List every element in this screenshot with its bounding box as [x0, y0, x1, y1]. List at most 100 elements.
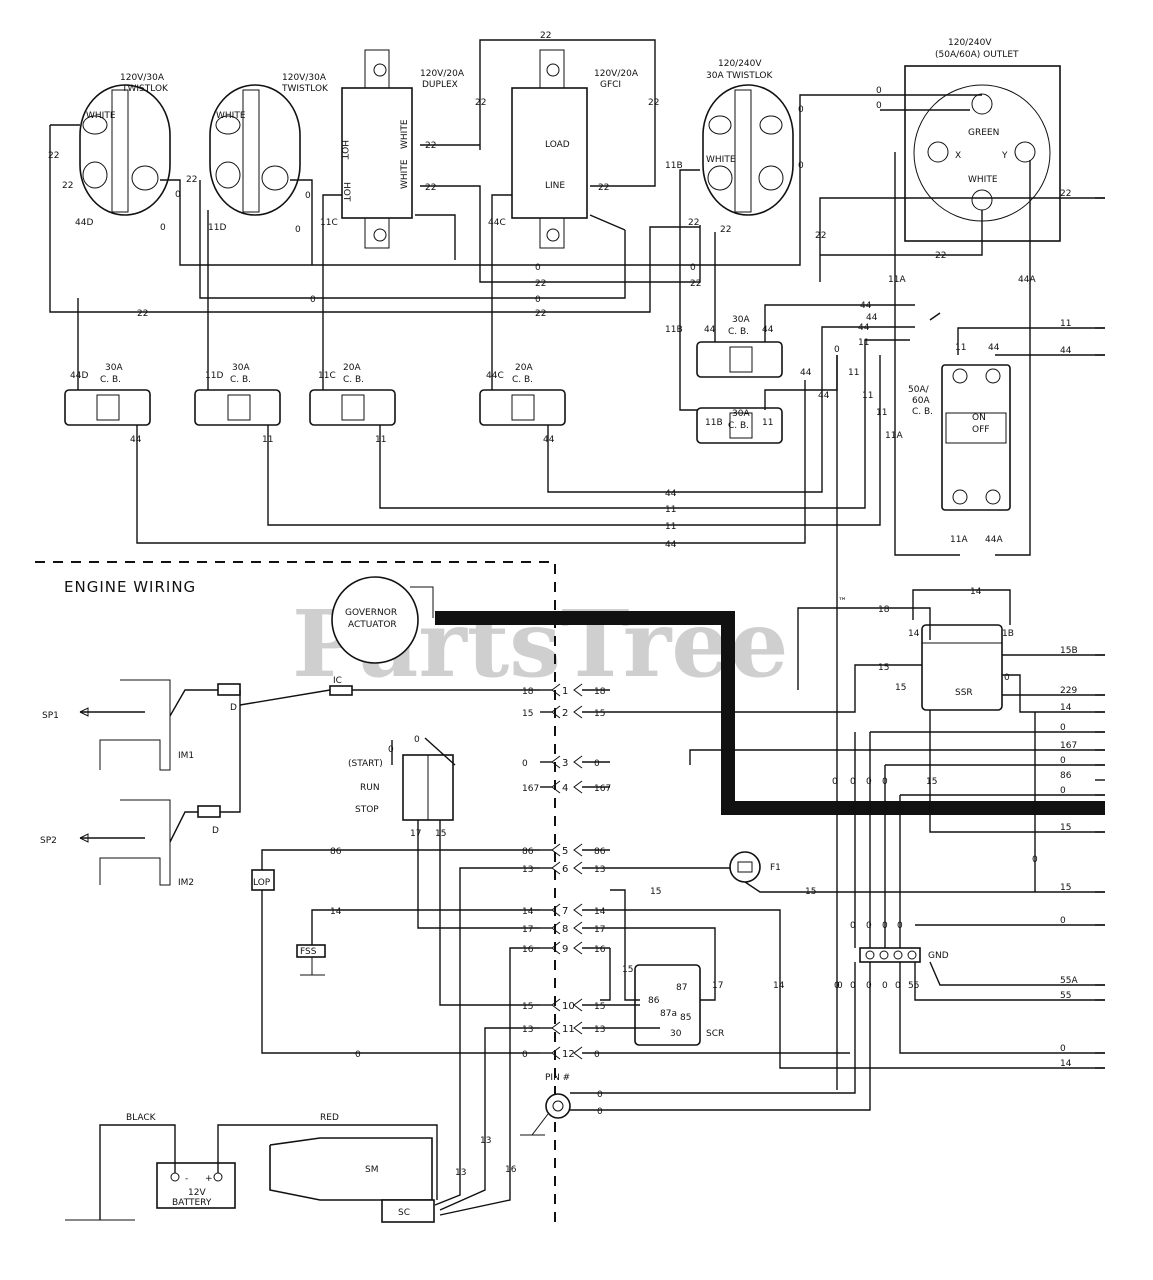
- wl-44-c: 44: [858, 323, 870, 333]
- switch-run-label: RUN: [360, 783, 380, 793]
- connector-pin-12: 12: [562, 1049, 575, 1060]
- right-edge-label-16: 0: [1060, 1044, 1066, 1054]
- cb2-amp: 30A: [232, 363, 250, 373]
- relay-87a: 87a: [660, 1009, 677, 1019]
- sp1-label: SP1: [42, 711, 59, 721]
- relay-86: 86: [648, 996, 660, 1006]
- connector-pin-10: 10: [562, 1001, 575, 1012]
- wl-0-n: 0: [1004, 673, 1010, 683]
- wl-0-i: 0: [535, 263, 541, 273]
- connector-wire-left-10: 15: [522, 1002, 533, 1012]
- wl-11b-b: 11B: [665, 325, 683, 335]
- right-edge-label-1: 11: [1060, 319, 1071, 329]
- wl-44-b: 44: [866, 313, 878, 323]
- wl-44a-a: 44A: [1018, 275, 1036, 285]
- wl-0-h: 0: [876, 101, 882, 111]
- wl-22-p: 22: [137, 309, 148, 319]
- wl-44-e: 44: [988, 343, 1000, 353]
- wl-0-g: 0: [876, 86, 882, 96]
- big-outlet-label-a: 120/240V: [948, 38, 992, 48]
- connector-wire-left-4: 167: [522, 784, 539, 794]
- wl-44d-b: 44D: [70, 371, 88, 381]
- wl-14-b: 14: [908, 629, 920, 639]
- wl-86-a: 86: [330, 847, 342, 857]
- ignition-module-1: SP1 IM1 D: [42, 679, 241, 771]
- relay-87: 87: [676, 983, 687, 993]
- wl-11-i: 11: [665, 505, 676, 515]
- engine-wiring-label: ENGINE WIRING: [64, 578, 196, 596]
- battery-label-b: BATTERY: [172, 1198, 212, 1208]
- ignition-module-2: SP2 IM2 D: [40, 799, 221, 888]
- wl-15-d: 15: [650, 887, 661, 897]
- cb4-label: C. B.: [512, 375, 533, 385]
- wl-11b-a: 11B: [665, 161, 683, 171]
- connector-wire-left-7: 14: [522, 907, 534, 917]
- wl-0-m: 0: [834, 345, 840, 355]
- wl-0-y: 0: [850, 981, 856, 991]
- connector-wire-left-8: 17: [522, 925, 533, 935]
- sp2-label: SP2: [40, 836, 57, 846]
- wl-13-b: 13: [480, 1136, 491, 1146]
- right-edge-label-3: 15B: [1060, 646, 1078, 656]
- wl-22-h: 22: [648, 98, 659, 108]
- duplex-label-b: DUPLEX: [422, 80, 458, 90]
- connector-wire-right-8: 17: [594, 925, 605, 935]
- relay-30: 30: [670, 1029, 682, 1039]
- wl-44-k: 44: [665, 540, 677, 550]
- cb4-amp: 20A: [515, 363, 533, 373]
- ssr-relay: SSR: [797, 589, 1105, 833]
- wl-0-ah: 0: [837, 981, 843, 991]
- wl-0-f: 0: [798, 161, 804, 171]
- wl-44c-b: 44C: [486, 371, 504, 381]
- wl-22-k: 22: [720, 225, 731, 235]
- connector-pin-7: 7: [562, 906, 568, 917]
- cb3-amp: 20A: [343, 363, 361, 373]
- wl-0-q: 0: [850, 777, 856, 787]
- wl-22-e: 22: [425, 183, 436, 193]
- black-cable-label: BLACK: [126, 1113, 157, 1123]
- start-stop-switch: (START) RUN STOP: [348, 737, 540, 1006]
- wl-15-f: 15: [622, 965, 633, 975]
- right-edge-label-9: 86: [1060, 771, 1072, 781]
- watermark-tm: ™: [838, 597, 847, 607]
- right-edge-label-12: 15: [1060, 883, 1071, 893]
- wl-14-a: 14: [970, 587, 982, 597]
- gnd-label: GND: [928, 951, 949, 961]
- fss-label: FSS: [300, 947, 317, 957]
- connector-wire-right-1: 18: [594, 687, 606, 697]
- wl-11-c: 11: [848, 368, 859, 378]
- wl-44-g: 44: [818, 391, 830, 401]
- wl-0-v: 0: [882, 921, 888, 931]
- connector-wire-left-12: 0: [522, 1050, 528, 1060]
- wl-0-ae: 0: [355, 1050, 361, 1060]
- wl-15-b: 15: [895, 683, 906, 693]
- wl-0-x: 0: [834, 981, 840, 991]
- connector-pin-11: 11: [562, 1024, 575, 1035]
- connector-wire-left-1: 18: [522, 687, 534, 697]
- connector-wire-right-10: 15: [594, 1002, 605, 1012]
- wl-22-i: 22: [598, 183, 609, 193]
- circuit-breakers: 30A C. B. 30A C. B. 20A C. B. 20A C. B. …: [64, 315, 1011, 511]
- wl-0-af: 0: [597, 1090, 603, 1100]
- gfci-line: LINE: [545, 181, 565, 191]
- right-edge-label-17: 14: [1060, 1059, 1072, 1069]
- battery-plus: +: [205, 1174, 213, 1184]
- switch-start-label: (START): [348, 759, 383, 769]
- gfci-label-b: GFCI: [600, 80, 621, 90]
- cb5-amp: 30A: [732, 315, 750, 325]
- gfci-label-a: 120V/20A: [594, 69, 639, 79]
- right-edge-label-5: 14: [1060, 703, 1072, 713]
- main-cb-b: 60A: [912, 396, 930, 406]
- wl-0-o: 0: [1032, 855, 1038, 865]
- wl-0-k: 0: [310, 295, 316, 305]
- duplex-white-1: WHITE: [400, 119, 410, 149]
- lop-label: LOP: [253, 878, 271, 888]
- pin-label: PIN #: [545, 1073, 570, 1083]
- wl-22-c: 22: [186, 175, 197, 185]
- cb1-label: C. B.: [100, 375, 121, 385]
- big-outlet-white: WHITE: [968, 175, 998, 185]
- right-edge-label-0: 22: [1060, 189, 1071, 199]
- wl-11d-a: 11D: [208, 223, 226, 233]
